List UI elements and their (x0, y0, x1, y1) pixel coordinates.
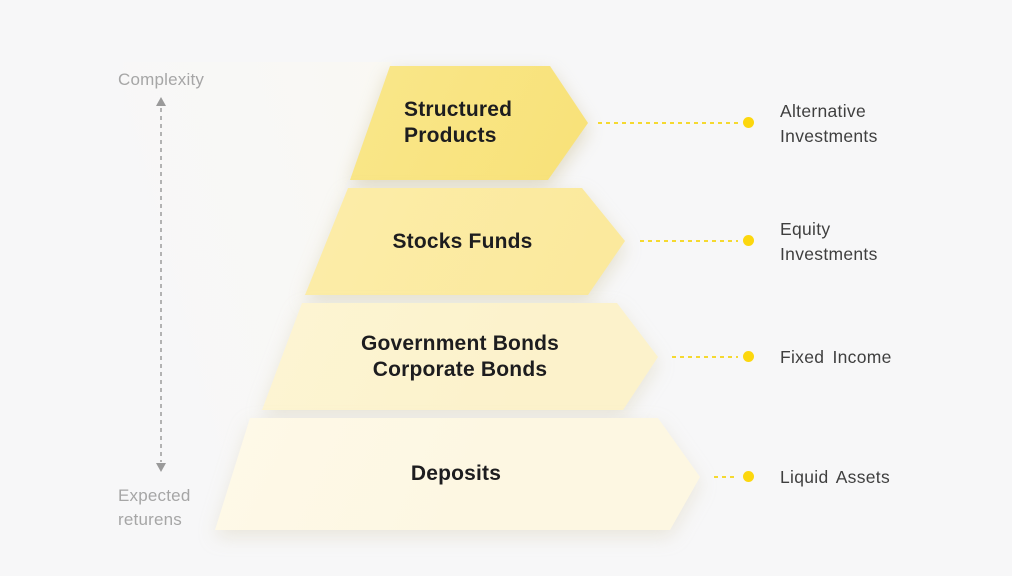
axis-dashed-line (160, 108, 162, 462)
complexity-axis-label: Complexity (118, 70, 205, 89)
connector-dot (743, 235, 754, 246)
level-label-stocks-funds: Stocks Funds (392, 229, 533, 253)
connector-dotted-line (672, 356, 738, 358)
category-label-liquid-assets: Liquid Assets (780, 467, 891, 487)
category-label-alternative-investments: Alternative Investments (780, 101, 878, 146)
level-label-deposits: Deposits (410, 462, 502, 485)
connector-dotted-line (714, 476, 738, 478)
arrow-down-icon (156, 463, 166, 472)
connector-dot (743, 471, 754, 482)
connector-dot (743, 117, 754, 128)
category-label-fixed-income: Fixed Income (780, 347, 892, 367)
connector-dot (743, 351, 754, 362)
level-label-bonds: Government Bonds Corporate Bonds (360, 331, 560, 381)
arrow-up-icon (156, 97, 166, 106)
expected-returns-axis-label: Expected returens (118, 486, 191, 529)
connector-dotted-line (598, 122, 738, 124)
level-label-structured-products: Structured Products (404, 98, 513, 147)
category-label-equity-investments: Equity Investments (780, 219, 878, 264)
connector-dotted-line (640, 240, 738, 242)
